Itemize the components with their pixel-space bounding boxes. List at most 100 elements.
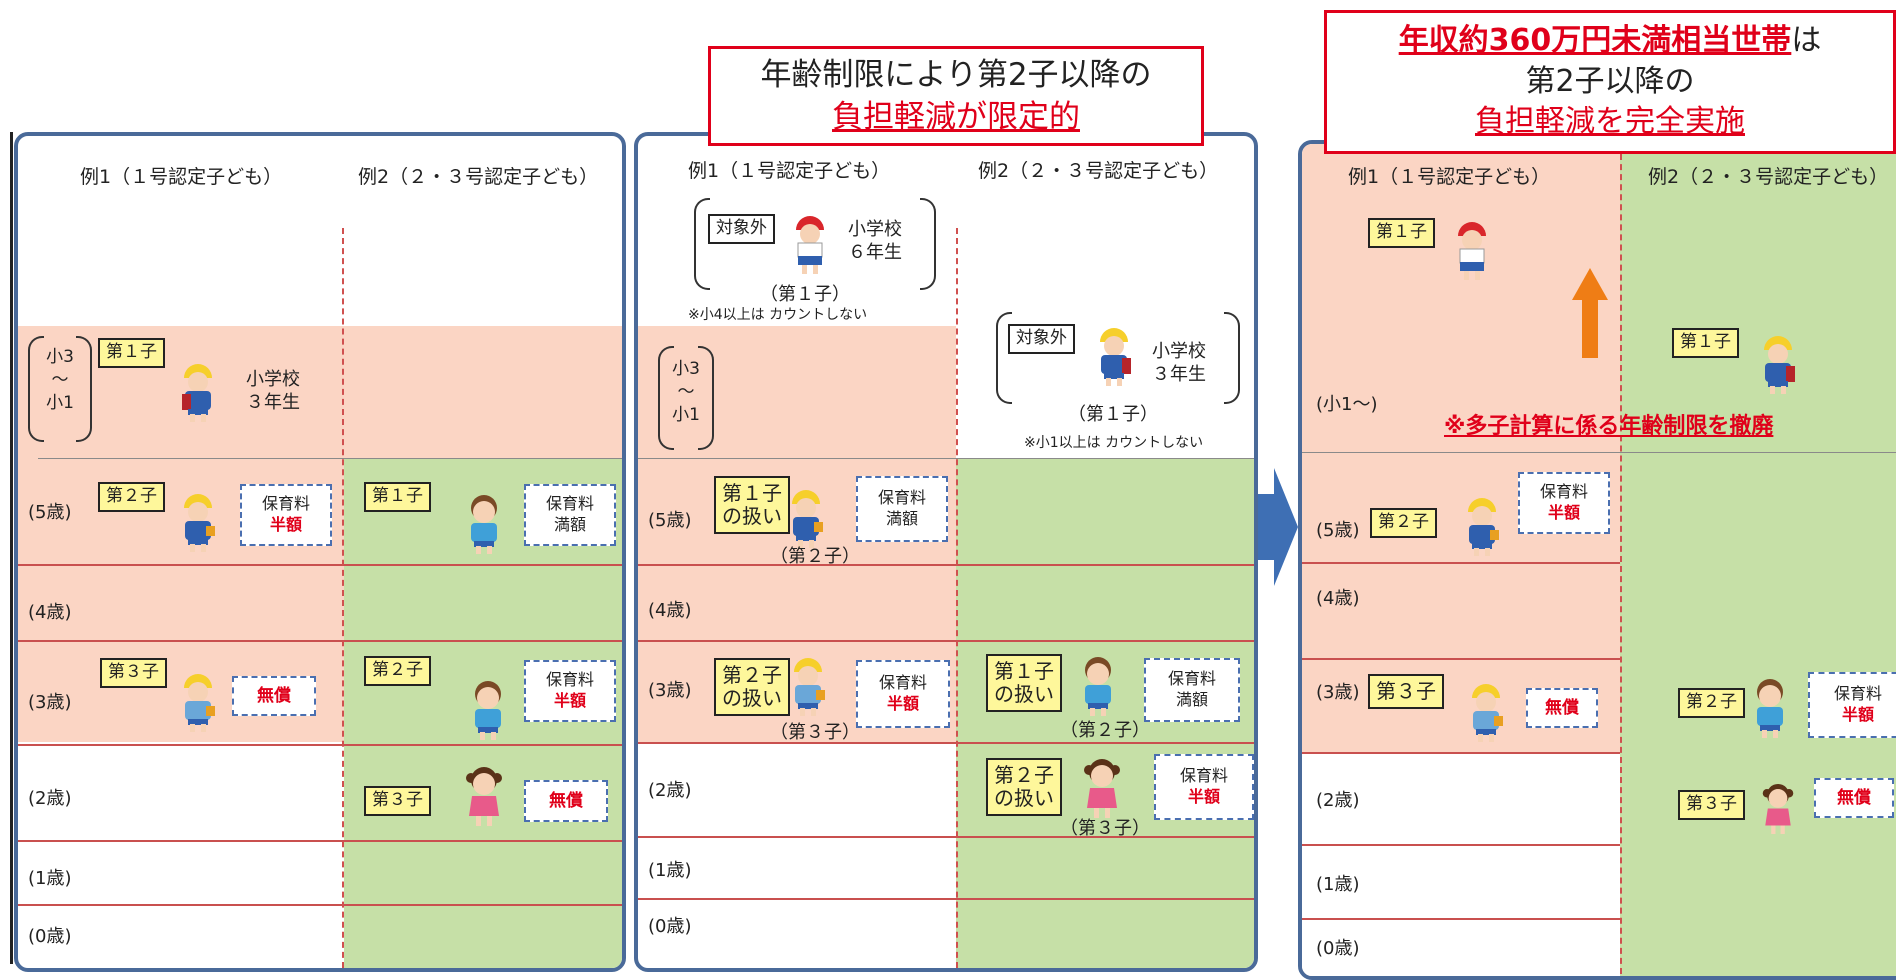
fee-box-free: 無償 [232, 676, 316, 716]
column-divider [956, 228, 958, 968]
child-boy-waving-icon [1466, 676, 1506, 746]
row-divider [18, 564, 622, 566]
row-divider [638, 458, 1254, 459]
callout-age-limit: 年齢制限により第2子以降の 負担軽減が限定的 [708, 46, 1204, 146]
child-tag-1st: 第１子 [1672, 328, 1739, 358]
child-boy-icon [464, 488, 504, 558]
arrow-right-icon [1258, 468, 1298, 590]
row-divider [1302, 752, 1620, 754]
row-divider [638, 898, 1254, 900]
child-tag-2nd: 第２子 [98, 482, 165, 512]
bracket-label: 小3 〜 小1 [672, 359, 700, 425]
row-divider [638, 742, 1254, 744]
bracket-left [996, 312, 1012, 404]
excluded-tag: 対象外 [1008, 324, 1075, 354]
age-label: (0歳) [648, 916, 692, 937]
age-label: (1歳) [28, 868, 72, 889]
child-boy-icon [1078, 650, 1118, 720]
callout-full-implementation: 年収約360万円未満相当世帯は 第2子以降の 負担軽減を完全実施 [1324, 10, 1896, 154]
age-label: (3歳) [1316, 682, 1360, 703]
header-ex2: 例2（２・３号認定子ども） [358, 166, 599, 188]
panel-current-system: 例1（１号認定子ども） 例2（２・３号認定子ども） 小3 〜 小1 第１子 小学… [14, 132, 626, 972]
child-tag-3rd: 第３子 [100, 658, 167, 688]
row-divider [18, 640, 622, 642]
school-grade-label: 小学校 ６年生 [848, 219, 902, 264]
fee-box-half: 保育料半額 [240, 484, 332, 546]
child-boy-yellow-hat-icon [178, 356, 218, 426]
child-boy-waving-icon [178, 666, 218, 736]
ordinal-label: （第３子） [770, 722, 860, 743]
fee-box-full: 保育料満額 [524, 484, 616, 546]
child-tag-1st-treated: 第１子 の扱い [986, 654, 1062, 712]
arrow-up-icon [1572, 268, 1608, 362]
fee-box-half: 保育料半額 [1808, 672, 1896, 738]
child-tag-1st-treated: 第１子 の扱い [714, 476, 790, 534]
ordinal-label: （第２子） [1060, 720, 1150, 741]
child-boy-icon [1750, 672, 1790, 742]
left-edge-rule [10, 132, 13, 964]
age-label: (4歳) [648, 600, 692, 621]
age-label: (5歳) [1316, 520, 1360, 541]
child-tag-3rd: 第３子 [1678, 790, 1745, 820]
age-label: (3歳) [28, 692, 72, 713]
age-label: (2歳) [648, 780, 692, 801]
fee-box-free: 無償 [524, 780, 608, 822]
header-ex2: 例2（２・３号認定子ども） [1648, 166, 1889, 188]
fee-box-half: 保育料半額 [1154, 754, 1254, 820]
header-ex1: 例1（１号認定子ども） [688, 160, 891, 182]
header-ex2: 例2（２・３号認定子ども） [978, 160, 1219, 182]
age-label: (1歳) [1316, 874, 1360, 895]
child-girl-icon [1082, 752, 1122, 822]
child-boy-yellow-hat-icon [1094, 320, 1134, 390]
row-divider [1302, 918, 1620, 920]
row-divider [38, 458, 622, 459]
school-grade-label: 小学校 ３年生 [246, 369, 300, 414]
bracket-right [920, 198, 936, 290]
bracket-left [28, 336, 44, 442]
count-note: ※小1以上は カウントしない [1024, 435, 1204, 451]
salmon-zone-ex1-top [344, 326, 622, 458]
child-boy-waving-icon [788, 650, 828, 720]
age-limit-removed-banner: ※多子計算に係る年齢制限を撤廃 [1444, 414, 1774, 439]
header-ex1: 例1（１号認定子ども） [80, 166, 283, 188]
fee-box-half: 保育料半額 [1518, 472, 1610, 534]
panel-full-implementation: 例1（１号認定子ども） 例2（２・３号認定子ども） 第１子 第１子 (小1〜) … [1298, 140, 1896, 980]
row-divider [1302, 562, 1620, 564]
fee-box-half: 保育料半額 [524, 660, 616, 722]
ordinal-label: （第１子） [1068, 404, 1158, 425]
header-ex1: 例1（１号認定子ども） [1348, 166, 1551, 188]
white-zone-young [1302, 752, 1620, 976]
row-divider [1302, 658, 1620, 660]
fee-box-free: 無償 [1814, 778, 1894, 818]
bracket-left [694, 198, 710, 290]
fee-box-full: 保育料満額 [856, 476, 948, 542]
child-girl-red-hat-icon [790, 208, 830, 278]
fee-box-half: 保育料半額 [856, 660, 950, 728]
row-divider [638, 564, 1254, 566]
excluded-tag: 対象外 [708, 214, 775, 244]
child-tag-1st: 第１子 [364, 482, 431, 512]
child-tag-2nd-treated: 第２子 の扱い [986, 758, 1062, 816]
child-boy-yellow-hat-icon [1758, 328, 1798, 398]
child-girl-red-hat-icon [1452, 214, 1492, 284]
age-label: (1歳) [648, 860, 692, 881]
child-tag-2nd-treated: 第２子 の扱い [714, 658, 790, 716]
bracket-label: 小3 〜 小1 [46, 347, 74, 413]
ordinal-label: （第３子） [1060, 818, 1150, 839]
child-tag-1st: 第１子 [1368, 218, 1435, 248]
age-label: (2歳) [1316, 790, 1360, 811]
child-tag-3rd: 第３子 [364, 786, 431, 816]
age-label: (5歳) [648, 510, 692, 531]
column-divider [1620, 144, 1622, 976]
ordinal-label: （第１子） [760, 284, 850, 305]
school-grade-label: 小学校 ３年生 [1152, 341, 1206, 386]
child-tag-2nd: 第２子 [364, 656, 431, 686]
ordinal-label: （第２子） [770, 546, 860, 567]
child-boy-backpack-icon [786, 482, 826, 552]
age-label: (0歳) [1316, 938, 1360, 959]
age-label: (4歳) [1316, 588, 1360, 609]
child-girl-icon [1758, 778, 1798, 838]
row-divider [18, 904, 622, 906]
age-label: (2歳) [28, 788, 72, 809]
fee-box-free: 無償 [1526, 688, 1598, 728]
